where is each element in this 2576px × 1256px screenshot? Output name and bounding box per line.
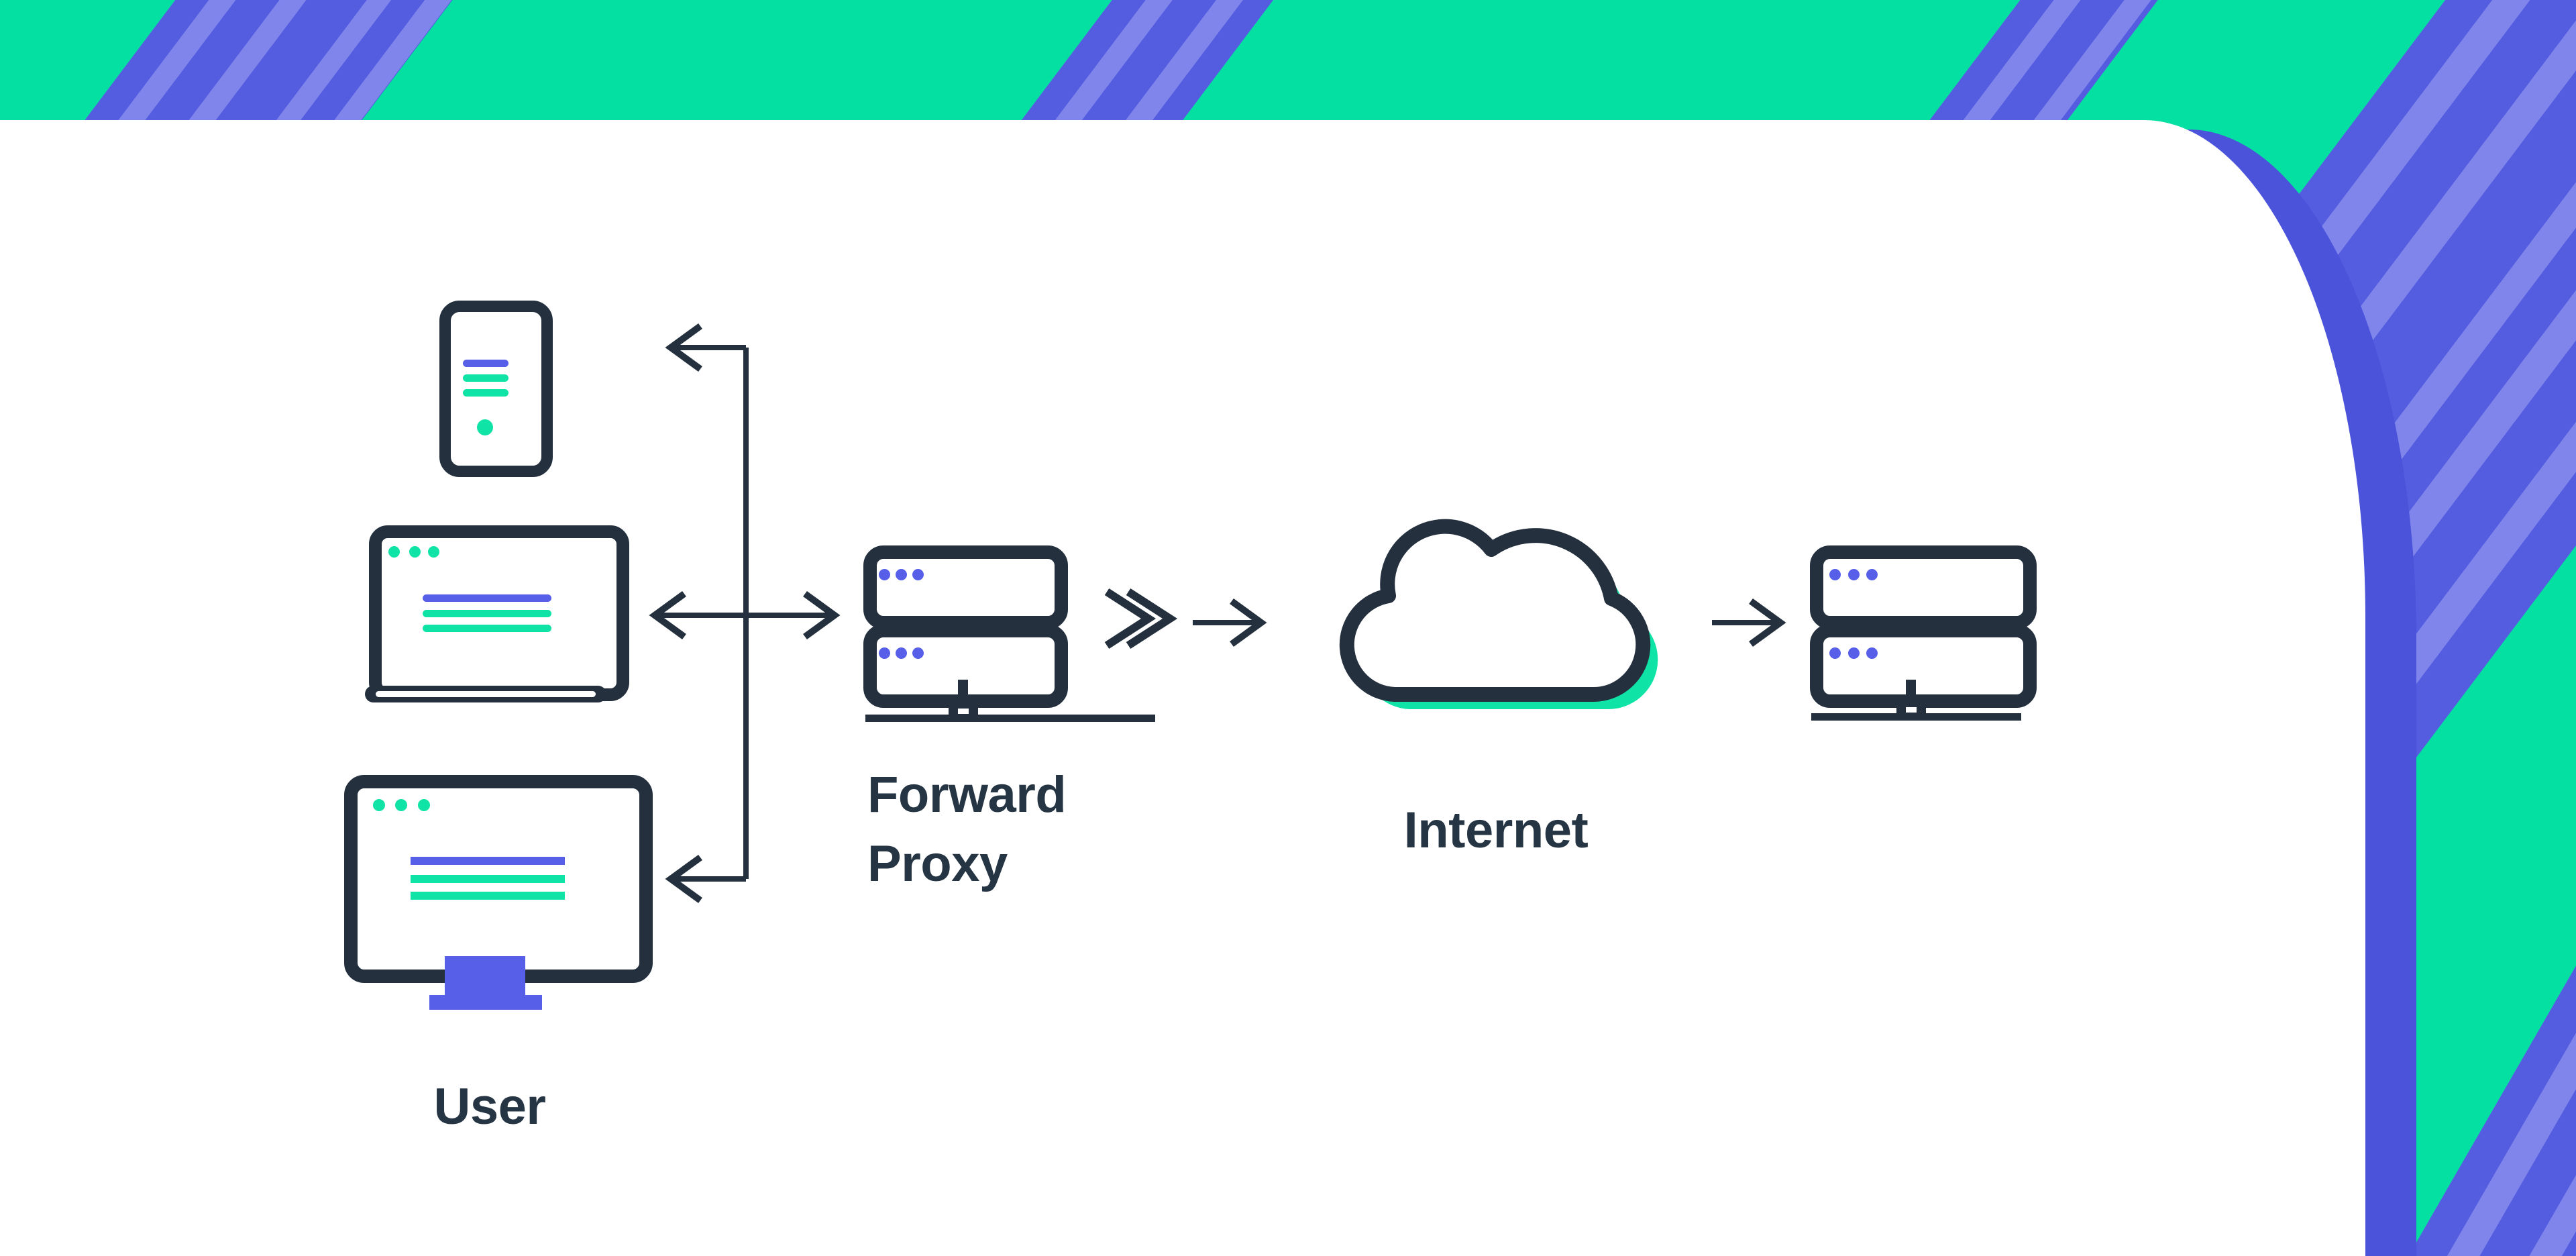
laptop-line-indigo (423, 594, 551, 602)
rack-led-dot (1829, 569, 1841, 580)
connector-slot (1906, 707, 1917, 713)
forward-proxy-label-line1: Forward (867, 766, 1067, 823)
rack-stem (958, 680, 968, 706)
window-dot-1 (388, 546, 400, 558)
forward-proxy-label-line2: Proxy (867, 835, 1008, 892)
server-rack-icon (863, 624, 1068, 708)
cloud-outline (1339, 519, 1651, 702)
left-arrow-icon (665, 854, 702, 904)
right-arrow-icon (1749, 598, 1786, 647)
double-headed-arrow-right-head (803, 590, 841, 640)
monitor-stand-foot (429, 995, 542, 1010)
forward-proxy-label: Forward Proxy (867, 760, 1067, 898)
laptop-icon (369, 525, 629, 701)
rack-led-dot (912, 647, 924, 659)
rack-network-connector (949, 703, 978, 718)
monitor-line-mint-2 (411, 892, 565, 900)
laptop-base-slot (376, 691, 596, 697)
connection-arrows (649, 323, 1786, 904)
phone-line-mint-2 (463, 389, 508, 397)
phone-home-dot (477, 419, 493, 435)
rack-led-dot (896, 569, 907, 580)
phone-line-indigo (463, 360, 508, 367)
internet-label: Internet (1403, 802, 1589, 859)
rack-led-dot (879, 569, 890, 580)
rack-led-dot (1848, 647, 1860, 659)
rack-led-dot (896, 647, 907, 659)
smartphone-icon (439, 301, 553, 477)
monitor-icon (344, 775, 653, 983)
server-rack-icon (1810, 624, 2037, 708)
rack-led-dot (879, 647, 890, 659)
server-rack-icon (863, 545, 1068, 629)
connector-slot (958, 709, 969, 714)
monitor-line-mint-1 (411, 875, 565, 883)
window-dot-3 (418, 799, 430, 811)
window-dot-1 (373, 799, 385, 811)
fast-forward-chevrons-icon (1126, 588, 1178, 649)
fast-forward-chevrons-icon (1104, 588, 1157, 649)
network-ground-line (865, 715, 1155, 722)
user-label: User (433, 1078, 547, 1135)
network-ground-line (1811, 713, 2021, 721)
double-headed-arrow-left-head (649, 590, 686, 640)
phone-line-mint-1 (463, 374, 508, 382)
server-rack-icon (1810, 545, 2037, 629)
window-dot-2 (409, 546, 421, 558)
rack-network-connector (1896, 702, 1926, 717)
left-arrow-icon (665, 323, 702, 372)
laptop-line-mint-1 (423, 610, 551, 617)
monitor-line-indigo (411, 857, 565, 865)
right-arrow-icon (1230, 598, 1267, 647)
rack-stem (1906, 680, 1916, 705)
monitor-stand-neck (445, 956, 525, 995)
rack-led-dot (1848, 569, 1860, 580)
rack-led-dot (912, 569, 924, 580)
cloud-icon (1339, 519, 1658, 709)
rack-led-dot (1866, 647, 1878, 659)
laptop-base (365, 686, 606, 702)
rack-led-dot (1866, 569, 1878, 580)
rack-led-dot (1829, 647, 1841, 659)
window-dot-3 (428, 546, 439, 558)
window-dot-2 (395, 799, 407, 811)
laptop-line-mint-2 (423, 625, 551, 632)
